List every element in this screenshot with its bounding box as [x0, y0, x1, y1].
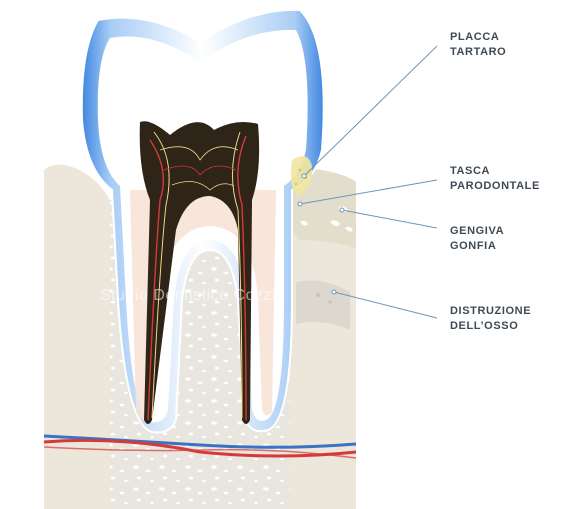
label-line: GENGIVA [450, 225, 505, 237]
pulp [139, 121, 260, 424]
leader-line-placca [303, 45, 438, 177]
label-line: TARTARO [450, 46, 507, 58]
label-line: PLACCA [450, 31, 500, 43]
leader-lines [297, 45, 438, 319]
leader-line-distruzione [333, 291, 438, 319]
label-line: DELL’OSSO [450, 320, 519, 332]
label-line: GONFIA [450, 240, 497, 252]
label-line: TASCA [450, 165, 491, 177]
label-placca-tartaro: PLACCA TARTARO [450, 30, 506, 60]
label-gengiva-gonfia: GENGIVA GONFIA [450, 224, 504, 254]
label-distruzione-osso: DISTRUZIONE DELL’OSSO [450, 304, 531, 334]
leader-line-tasca [299, 179, 438, 205]
tooth [80, 8, 325, 434]
leader-line-gengiva [341, 209, 438, 229]
blood-vessels [43, 434, 357, 459]
watermark: Studio Dentistico Cozzi [100, 287, 277, 304]
label-line: PARODONTALE [450, 180, 540, 192]
label-tasca-parodontale: TASCA PARODONTALE [450, 164, 540, 194]
label-line: DISTRUZIONE [450, 305, 532, 317]
